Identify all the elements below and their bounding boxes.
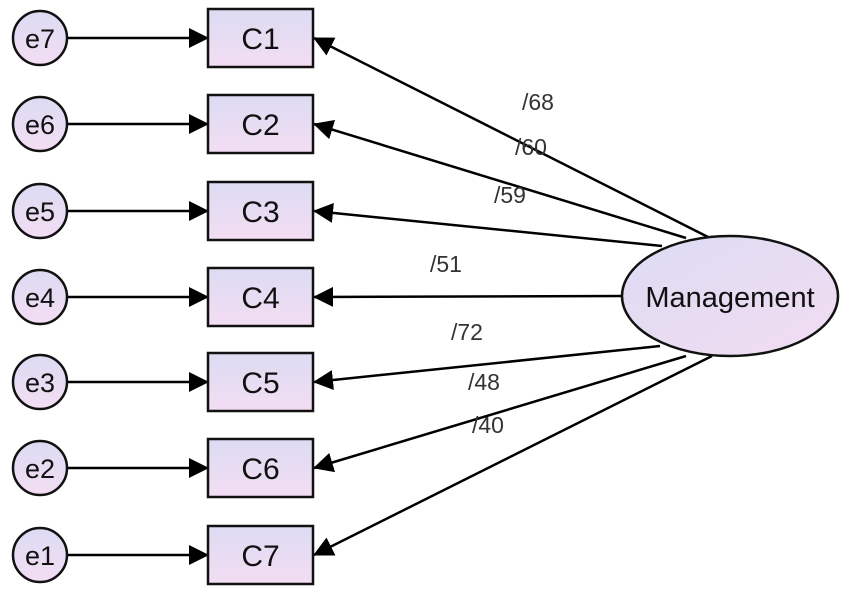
indicator-box (206, 266, 315, 328)
indicator-node-c3: C3 (206, 180, 315, 242)
latent-management: Management (620, 234, 840, 358)
loading-label-c2: /60 (515, 134, 547, 160)
loading-label-c5: /72 (451, 319, 483, 345)
indicator-node-c2: C2 (206, 93, 315, 155)
indicator-box (206, 180, 315, 242)
error-circle (11, 268, 69, 326)
error-node-e3: e3 (11, 353, 69, 411)
latent-label: Management (645, 282, 814, 314)
indicator-node-c7: C7 (206, 524, 315, 586)
error-label: e7 (25, 24, 55, 54)
error-node-e7: e7 (11, 9, 69, 67)
error-label: e2 (25, 454, 55, 484)
indicator-node-c6: C6 (206, 437, 315, 499)
indicator-box (206, 93, 315, 155)
error-node-e1: e1 (11, 526, 69, 584)
error-label: e3 (25, 368, 55, 398)
error-circle (11, 95, 69, 153)
loading-arrow-c1 (313, 36, 709, 239)
error-label: e1 (25, 541, 55, 571)
indicator-box (206, 524, 315, 586)
error-label: e6 (25, 110, 55, 140)
loading-arrow-c6 (313, 354, 687, 473)
indicator-box (206, 351, 315, 413)
indicator-node-c1: C1 (206, 7, 315, 69)
latent-ellipse (620, 234, 840, 358)
loading-arrow-c3 (313, 202, 663, 248)
loading-label-c3: /59 (494, 182, 526, 208)
loading-arrow-c7 (313, 354, 713, 557)
error-circle (11, 526, 69, 584)
loading-arrow-c2 (313, 120, 687, 240)
loading-label-c6: /48 (468, 369, 500, 395)
indicator-node-c4: C4 (206, 266, 315, 328)
error-node-e5: e5 (11, 182, 69, 240)
error-circle (11, 182, 69, 240)
indicator-label: C4 (241, 282, 279, 315)
error-label: e5 (25, 197, 55, 227)
indicator-label: C7 (241, 540, 279, 573)
error-node-e4: e4 (11, 268, 69, 326)
error-label: e4 (25, 283, 55, 313)
loading-label-c4: /51 (430, 251, 462, 277)
indicator-label: C3 (241, 196, 279, 229)
error-circle (11, 353, 69, 411)
loading-arrow-c4 (313, 286, 626, 307)
indicator-box (206, 7, 315, 69)
indicator-label: C6 (241, 453, 279, 486)
loading-arrow-c5 (313, 344, 661, 390)
error-circle (11, 9, 69, 67)
error-node-e6: e6 (11, 95, 69, 153)
indicator-box (206, 437, 315, 499)
error-circle (11, 439, 69, 497)
indicator-node-c5: C5 (206, 351, 315, 413)
loading-label-c7: /40 (472, 412, 504, 438)
loading-label-c1: /68 (522, 89, 554, 115)
indicator-label: C1 (241, 23, 279, 56)
error-node-e2: e2 (11, 439, 69, 497)
indicator-label: C5 (241, 367, 279, 400)
indicator-label: C2 (241, 109, 279, 142)
